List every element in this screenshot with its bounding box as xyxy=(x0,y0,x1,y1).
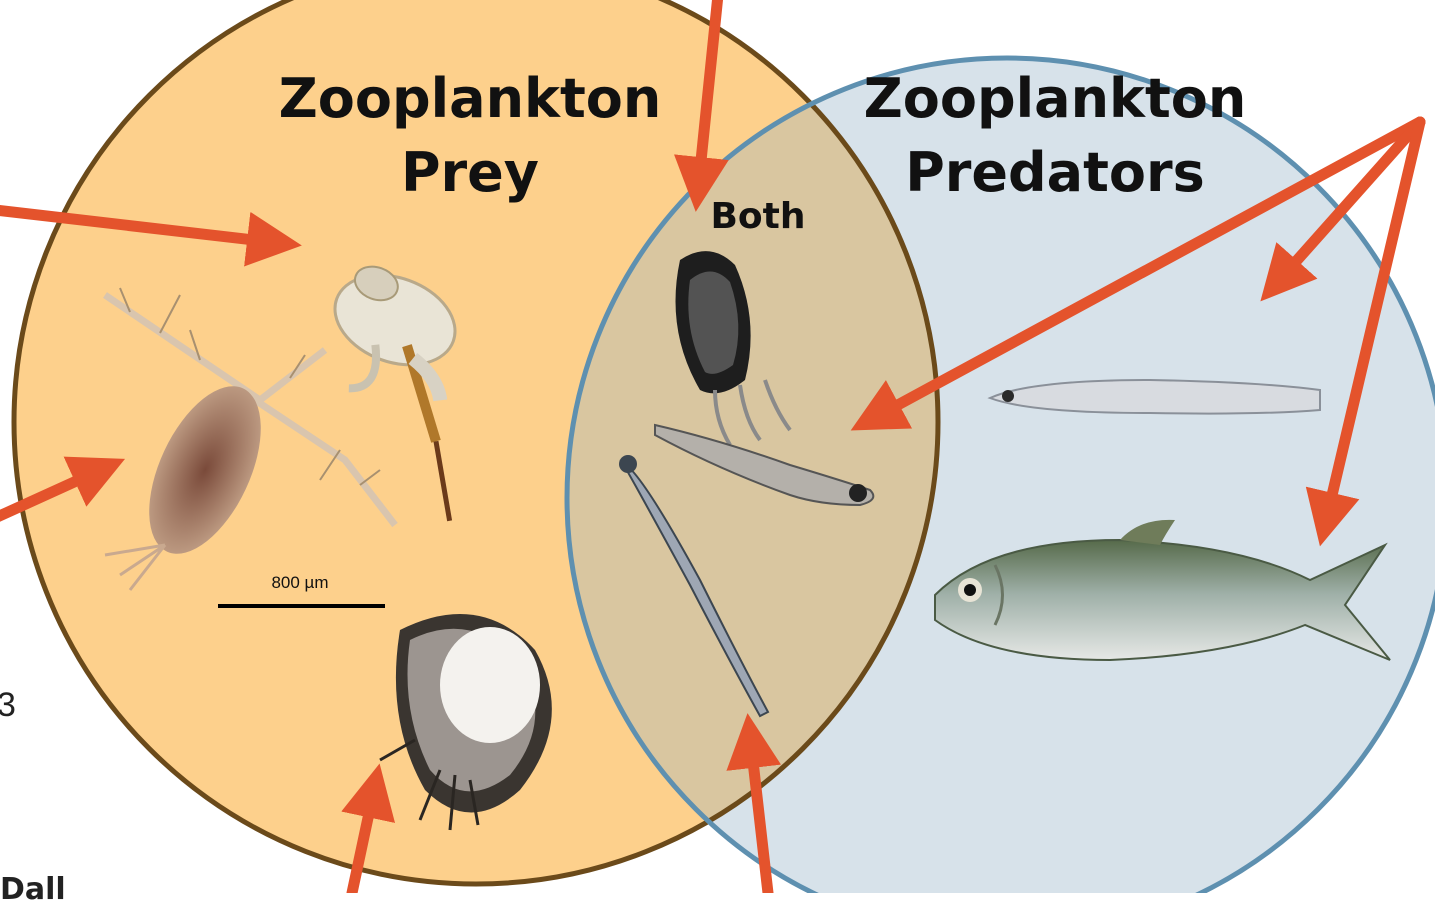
predators-title-line2: Predators xyxy=(835,136,1275,210)
prey-title: Zooplankton Prey xyxy=(250,62,690,210)
both-label: Both xyxy=(698,196,818,237)
prey-title-line2: Prey xyxy=(250,136,690,210)
predators-title-line1: Zooplankton xyxy=(835,62,1275,136)
predators-title: Zooplankton Predators xyxy=(835,62,1275,210)
scale-bar-label: 800 µm xyxy=(240,573,360,593)
edge-cut-text: Dall xyxy=(0,872,66,907)
prey-title-line1: Zooplankton xyxy=(250,62,690,136)
eel-larva-image xyxy=(990,380,1320,414)
edge-number: 3 xyxy=(0,686,16,725)
